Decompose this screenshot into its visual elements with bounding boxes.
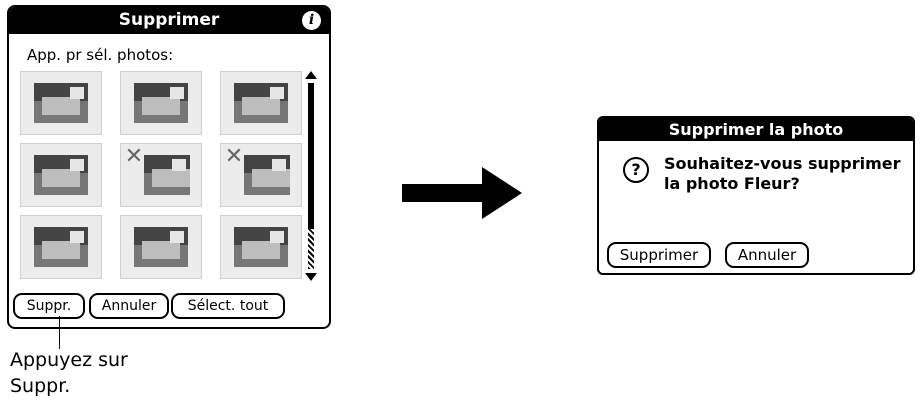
- info-icon[interactable]: i: [302, 11, 321, 30]
- scroll-up-arrow-icon[interactable]: [305, 71, 317, 79]
- photo-grid: ✕ ✕: [20, 71, 302, 279]
- dialog-title: Supprimer la photo: [599, 118, 913, 141]
- question-icon: ?: [623, 157, 649, 183]
- photo-thumbnail[interactable]: [120, 215, 202, 279]
- delete-mark-icon: ✕: [224, 144, 244, 169]
- photo-thumbnail[interactable]: [220, 215, 302, 279]
- photo-thumbnail-selected[interactable]: ✕: [220, 143, 302, 207]
- photo-thumbnail[interactable]: [120, 71, 202, 135]
- callout-line-2: Suppr.: [10, 375, 71, 397]
- callout-line-1: Appuyez sur: [10, 349, 128, 371]
- instruction-text: App. pr sél. photos:: [27, 46, 174, 64]
- photo-thumbnail[interactable]: [220, 71, 302, 135]
- delete-photo-dialog: Supprimer la photo ? Souhaitez-vous supp…: [597, 116, 915, 275]
- photo-thumbnail-selected[interactable]: ✕: [120, 143, 202, 207]
- callout-text: Appuyez sur Suppr.: [10, 347, 190, 399]
- delete-button[interactable]: Suppr.: [13, 293, 85, 319]
- photo-thumbnail[interactable]: [20, 215, 102, 279]
- confirm-delete-button[interactable]: Supprimer: [607, 242, 711, 268]
- scroll-track[interactable]: [308, 83, 314, 269]
- dialog-message: Souhaitez-vous supprimer la photo Fleur?: [664, 154, 901, 193]
- photo-thumbnail[interactable]: [20, 71, 102, 135]
- photo-thumbnail[interactable]: [20, 143, 102, 207]
- screen-title-bar: Supprimer i: [9, 7, 329, 34]
- dialog-cancel-button[interactable]: Annuler: [725, 242, 809, 268]
- delete-mark-icon: ✕: [124, 144, 144, 169]
- delete-photos-screen: Supprimer i App. pr sél. photos: ✕ ✕ Sup…: [7, 5, 331, 329]
- screen-title: Supprimer: [118, 10, 220, 30]
- callout-leader-line: [59, 316, 60, 349]
- scrollbar[interactable]: [305, 71, 317, 281]
- cancel-button[interactable]: Annuler: [89, 293, 169, 319]
- select-all-button[interactable]: Sélect. tout: [171, 293, 285, 319]
- scroll-down-arrow-icon[interactable]: [305, 273, 317, 281]
